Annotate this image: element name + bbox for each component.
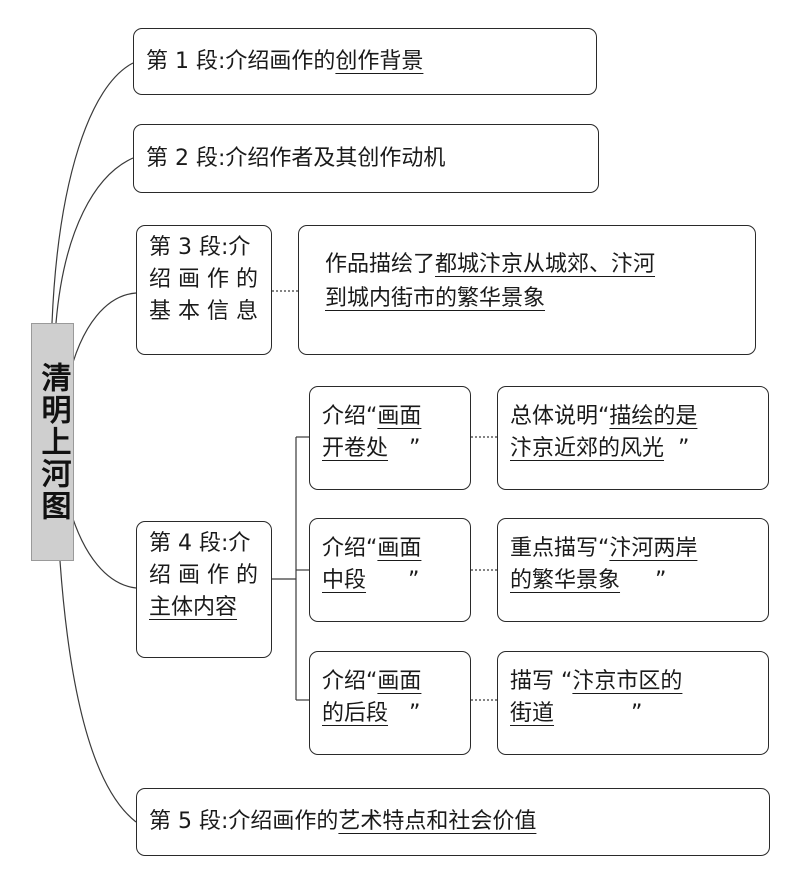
para4-sub1-box: 介绍“画面 开卷处 ” — [309, 386, 471, 490]
sub3-label-answer-line2: 的后段 — [322, 700, 389, 726]
para4-sub2-box: 介绍“画面 中段 ” — [309, 518, 471, 622]
para5-box: 第 5 段:介绍画作的艺术特点和社会价值 — [136, 788, 770, 856]
sub1-label-answer-line1: 画面 — [377, 404, 422, 429]
sub1-detail-close: ” — [678, 435, 690, 461]
sub2-detail-answer-line1: 汴河两岸 — [609, 536, 698, 561]
para4-label-line2: 绍 画 作 的 — [149, 562, 258, 588]
para1-prefix: 第 1 段:介绍画作的 — [146, 48, 336, 74]
para4-sub3-box: 介绍“画面 的后段 ” — [309, 651, 471, 755]
para3-label-line2: 绍 画 作 的 — [149, 266, 258, 292]
para1-answer: 创作背景 — [335, 48, 424, 74]
para2-box: 第 2 段:介绍作者及其创作动机 — [133, 124, 599, 193]
para4-label-line1: 第 4 段:介 — [149, 531, 251, 556]
para5-answer: 艺术特点和社会价值 — [338, 809, 537, 835]
sub1-label-prefix: 介绍“ — [322, 404, 378, 429]
sub3-detail-prefix: 描写 “ — [510, 669, 573, 694]
sub3-detail-answer-line2: 街道 — [510, 700, 555, 726]
sub3-label-answer-line1: 画面 — [377, 669, 422, 694]
sub1-detail-answer-line1: 描绘的是 — [609, 404, 698, 429]
root-node: 清明上河图 — [31, 323, 74, 561]
sub1-detail-answer-line2: 汴京近郊的风光 — [510, 435, 665, 461]
para3-label-line1: 第 3 段:介 — [149, 235, 251, 260]
para3-label-line3: 基 本 信 息 — [149, 298, 258, 324]
sub2-detail-close: ” — [654, 567, 667, 593]
sub1-detail-prefix: 总体说明“ — [510, 404, 610, 429]
para3-detail-box: 作品描绘了都城汴京从城郊、汴河 到城内街市的繁华景象 — [298, 225, 756, 355]
connector-root-para4 — [65, 494, 137, 589]
root-title: 清明上河图 — [35, 362, 71, 522]
sub2-label-prefix: 介绍“ — [322, 536, 378, 561]
sub3-detail-answer-line1: 汴京市区的 — [572, 669, 683, 694]
connector-root-para5 — [59, 560, 137, 823]
sub2-label-answer-line2: 中段 — [322, 567, 367, 593]
sub1-label-answer-line2: 开卷处 — [322, 435, 389, 461]
para3-detail-answer-line2: 到城内街市的繁华景象 — [325, 286, 546, 312]
connector-root-para3 — [65, 292, 137, 391]
para4-label-answer: 主体内容 — [149, 594, 238, 620]
sub2-label-close: ” — [407, 567, 420, 593]
sub3-detail-close: ” — [630, 700, 643, 726]
para4-sub2-detail-box: 重点描写“汴河两岸 的繁华景象 ” — [497, 518, 769, 622]
sub3-label-prefix: 介绍“ — [322, 669, 378, 694]
para3-detail-answer-line1: 都城汴京从城郊、汴河 — [435, 252, 656, 277]
sub2-label-answer-line1: 画面 — [377, 536, 422, 561]
sub1-label-close: ” — [409, 435, 421, 461]
sub2-detail-prefix: 重点描写“ — [510, 536, 610, 561]
para1-box: 第 1 段:介绍画作的创作背景 — [133, 28, 597, 95]
sub3-label-close: ” — [409, 700, 421, 726]
para2-text: 第 2 段:介绍作者及其创作动机 — [146, 145, 446, 171]
connector-root-para2 — [55, 157, 134, 324]
para4-sub3-detail-box: 描写 “汴京市区的 街道 ” — [497, 651, 769, 755]
para4-sub1-detail-box: 总体说明“描绘的是 汴京近郊的风光 ” — [497, 386, 769, 490]
para5-prefix: 第 5 段:介绍画作的 — [149, 809, 339, 835]
sub2-detail-answer-line2: 的繁华景象 — [510, 567, 621, 593]
para3-detail-prefix: 作品描绘了 — [325, 252, 436, 277]
para3-box: 第 3 段:介 绍 画 作 的 基 本 信 息 — [136, 225, 272, 355]
para4-box: 第 4 段:介 绍 画 作 的 主体内容 — [136, 521, 272, 658]
connector-root-para1 — [51, 62, 134, 324]
